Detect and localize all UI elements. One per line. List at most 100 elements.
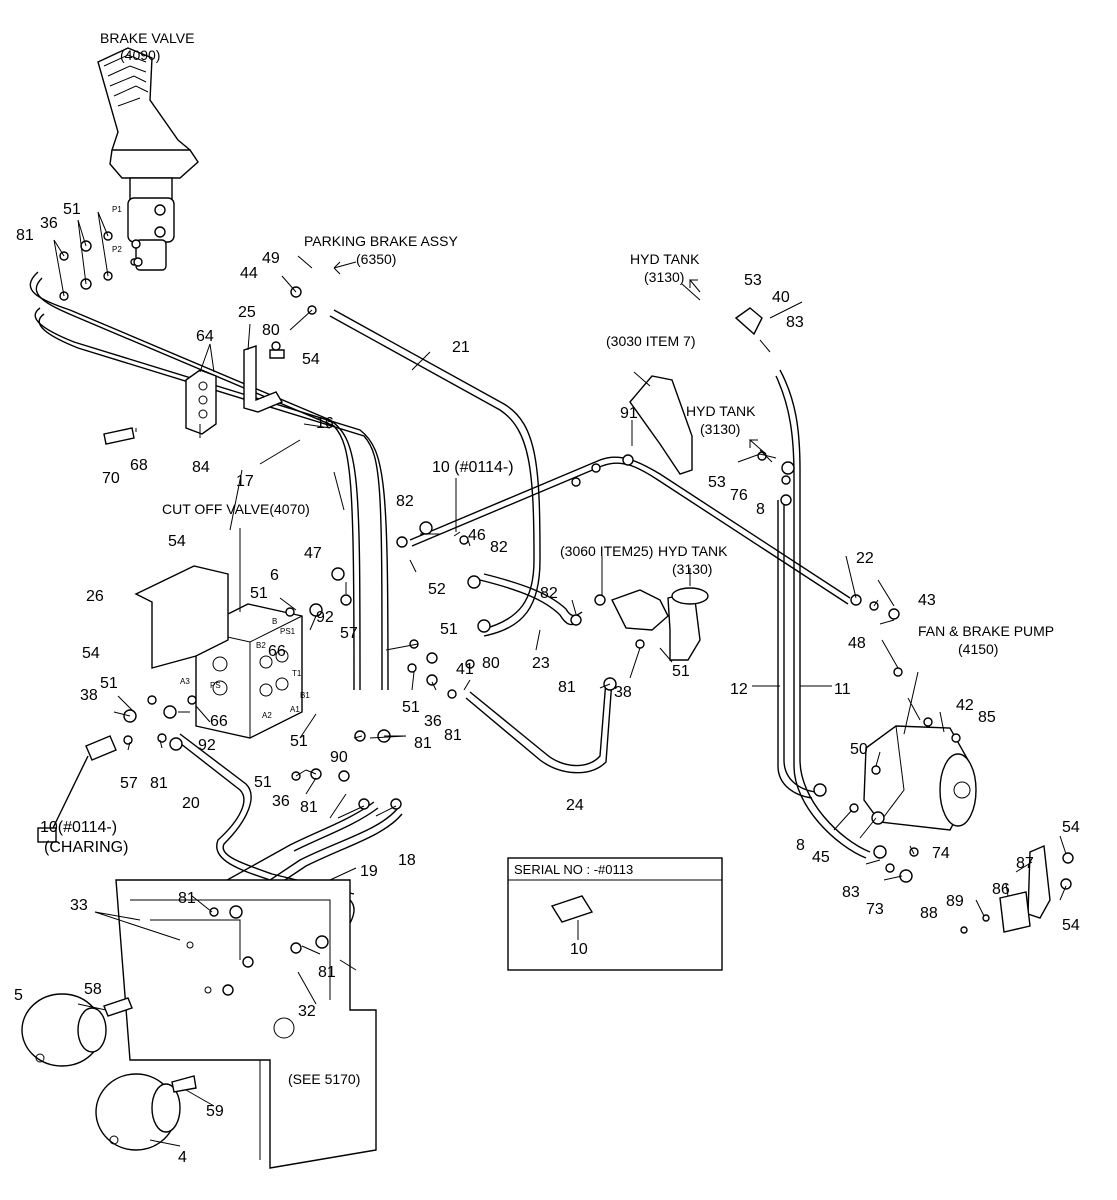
fan-brake-pump xyxy=(863,725,1051,933)
port-a1-label: A1 xyxy=(290,705,300,714)
bracket-26 xyxy=(134,565,229,669)
callout-46: 46 xyxy=(468,527,486,544)
callout-51: 51 xyxy=(672,663,690,680)
callout-38: 38 xyxy=(80,687,98,704)
callout-26: 26 xyxy=(86,588,104,605)
callout-17: 17 xyxy=(236,473,254,490)
callout-81: 81 xyxy=(150,775,168,792)
port-ps-label: PS xyxy=(210,681,221,690)
callout-81: 81 xyxy=(178,890,196,907)
callout-51: 51 xyxy=(290,733,308,750)
callout-82: 82 xyxy=(540,585,558,602)
frame-and-accumulators xyxy=(21,879,377,1169)
caption-hyd-tank-top-ref: (3130) xyxy=(644,269,684,285)
callout-82: 82 xyxy=(490,539,508,556)
callout-43: 43 xyxy=(918,592,936,609)
callout-23: 23 xyxy=(532,655,550,672)
callout-42: 42 xyxy=(956,697,974,714)
callout-25: 25 xyxy=(238,304,256,321)
callout-54: 54 xyxy=(168,533,186,550)
caption-brake-valve: BRAKE VALVE xyxy=(100,30,194,46)
callout-81: 81 xyxy=(414,735,432,752)
callout-57: 57 xyxy=(120,775,138,792)
arrows xyxy=(333,261,767,455)
hose-clamp xyxy=(103,345,285,445)
callout-6: 6 xyxy=(270,567,279,584)
callout-87: 87 xyxy=(1016,855,1034,872)
callout-81: 81 xyxy=(318,964,336,981)
accumulator-4 xyxy=(95,1073,181,1151)
port-a3-label: A3 xyxy=(180,677,190,686)
callout-54: 54 xyxy=(82,645,100,662)
port-a2-label: A2 xyxy=(262,711,272,720)
callout-47: 47 xyxy=(304,545,322,562)
hoses xyxy=(29,271,871,951)
callout-92: 92 xyxy=(316,609,334,626)
callout-57: 57 xyxy=(340,625,358,642)
callout-80: 80 xyxy=(482,655,500,672)
callout-40: 40 xyxy=(772,289,790,306)
leader-lines xyxy=(53,211,1067,1147)
callout-52: 52 xyxy=(428,581,446,598)
caption-hyd-tank-low-ref: (3130) xyxy=(672,561,712,577)
callout-32: 32 xyxy=(298,1003,316,1020)
callout-54: 54 xyxy=(1062,819,1080,836)
callout-76: 76 xyxy=(730,487,748,504)
caption-fan-brake-pump-ref: (4150) xyxy=(958,641,998,657)
caption-brake-valve-ref: (4090) xyxy=(120,47,160,63)
callout-81: 81 xyxy=(300,799,318,816)
caption-hyd-tank-top: HYD TANK xyxy=(630,251,700,267)
callout-92: 92 xyxy=(198,737,216,754)
callout-54: 54 xyxy=(1062,917,1080,934)
callout-68: 68 xyxy=(130,457,148,474)
callout-38: 38 xyxy=(614,684,632,701)
tank-fittings xyxy=(611,307,763,661)
port-b-label: B xyxy=(272,617,277,626)
callout-64: 64 xyxy=(196,328,214,345)
callout-48: 48 xyxy=(848,635,866,652)
serial-box-title: SERIAL NO : -#0113 xyxy=(514,862,633,877)
port-p2-label: P2 xyxy=(112,245,122,254)
callout-51: 51 xyxy=(250,585,268,602)
callout-8: 8 xyxy=(796,837,805,854)
callout-70: 70 xyxy=(102,470,120,487)
caption-hyd-tank-mid: HYD TANK xyxy=(686,403,756,419)
callout-44: 44 xyxy=(240,265,258,282)
callout-24: 24 xyxy=(566,797,584,814)
accumulator-5 xyxy=(21,993,107,1067)
callout-58: 58 xyxy=(84,981,102,998)
caption-hose-10-note: 10 (#0114-) xyxy=(432,459,514,476)
callout-59: 59 xyxy=(206,1103,224,1120)
callout-36: 36 xyxy=(424,713,442,730)
callout-16: 16 xyxy=(316,415,334,432)
callout-85: 85 xyxy=(978,709,996,726)
callout-20: 20 xyxy=(182,795,200,812)
callout-74: 74 xyxy=(932,845,950,862)
callout-36: 36 xyxy=(272,793,290,810)
callout-81: 81 xyxy=(558,679,576,696)
callout-45: 45 xyxy=(812,849,830,866)
callout-50: 50 xyxy=(850,741,868,758)
serial-box-part: 10 xyxy=(570,941,588,958)
callout-89: 89 xyxy=(946,893,964,910)
serial-box xyxy=(507,857,723,971)
caption-hyd-tank-low: HYD TANK xyxy=(658,543,728,559)
caption-fan-brake-pump: FAN & BRAKE PUMP xyxy=(918,623,1054,639)
callout-80: 80 xyxy=(262,322,280,339)
callout-21: 21 xyxy=(452,339,470,356)
callout-81: 81 xyxy=(444,727,462,744)
callout-54: 54 xyxy=(302,351,320,368)
callout-88: 88 xyxy=(920,905,938,922)
callout-4: 4 xyxy=(178,1149,187,1166)
port-p1-label: P1 xyxy=(112,205,122,214)
callout-83: 83 xyxy=(786,314,804,331)
callout-36: 36 xyxy=(40,215,58,232)
callout-18: 18 xyxy=(398,852,416,869)
callout-8: 8 xyxy=(756,501,765,518)
caption-item-3030: (3030 ITEM 7) xyxy=(606,333,695,349)
callout-51: 51 xyxy=(440,621,458,638)
callout-22: 22 xyxy=(856,550,874,567)
callout-91: 91 xyxy=(620,405,638,422)
callout-84: 84 xyxy=(192,459,210,476)
